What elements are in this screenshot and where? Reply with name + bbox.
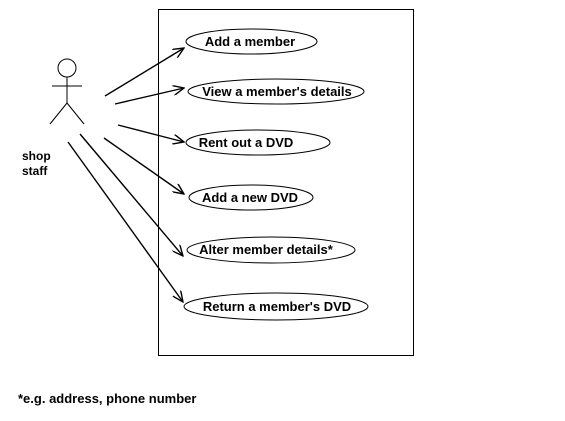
use-case-label-add-new-dvd: Add a new DVD <box>202 190 298 205</box>
use-case-add-member <box>185 28 318 55</box>
use-case-label-add-member: Add a member <box>205 34 295 49</box>
association-arrow-view-member-details <box>114 88 184 105</box>
use-case-label-view-member-details: View a member's details <box>202 84 352 99</box>
association-arrow-add-new-dvd <box>103 137 184 194</box>
use-case-view-member-details <box>187 78 365 105</box>
use-case-label-return-member-dvd: Return a member's DVD <box>203 299 351 314</box>
use-case-label-rent-out-dvd: Rent out a DVD <box>199 135 294 150</box>
actor-label-line2: staff <box>22 164 48 178</box>
association-arrow-add-member <box>104 48 184 97</box>
association-arrow-return-member-dvd <box>67 141 183 302</box>
actor-stick-figure <box>49 58 85 125</box>
use-case-alter-member-details <box>186 236 356 264</box>
actor-head <box>57 58 77 78</box>
system-boundary <box>158 9 414 356</box>
footnote: *e.g. address, phone number <box>18 391 197 406</box>
use-case-label-alter-member-details: Alter member details* <box>199 242 334 257</box>
association-arrow-alter-member-details <box>79 133 183 256</box>
actor-left-leg <box>49 102 68 125</box>
association-arrow-rent-out-dvd <box>117 124 184 142</box>
actor-right-leg <box>66 102 85 125</box>
use-case-return-member-dvd <box>183 292 369 321</box>
use-case-add-new-dvd <box>188 184 314 211</box>
actor-label-line1: shop <box>22 149 51 163</box>
use-case-rent-out-dvd <box>185 129 331 156</box>
